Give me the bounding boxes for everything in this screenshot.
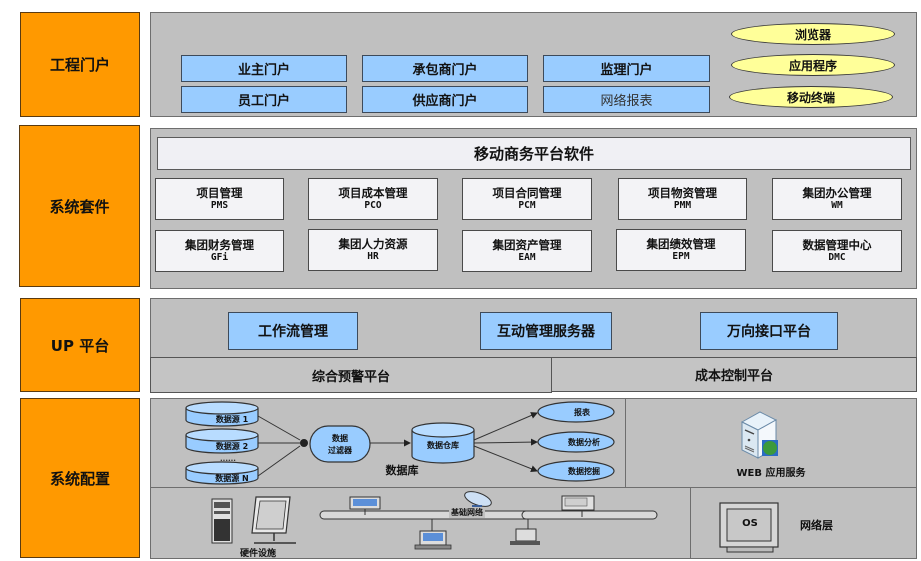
network-bus	[319, 510, 658, 520]
module-name: 集团绩效管理	[646, 236, 716, 251]
laptop-icon	[510, 519, 540, 545]
network-label: 基础网络	[449, 507, 485, 518]
module-name: 集团资产管理	[492, 237, 562, 252]
database-diagram: 数据源 1 数据源 2 数据源 N ...... 数据 过滤器 数据仓库 数据库…	[185, 401, 615, 485]
globe-icon	[763, 441, 777, 455]
module-pcm[interactable]: 项目合同管理 PCM	[462, 178, 592, 220]
data-source-2-label: 数据源 2	[216, 441, 248, 451]
module-code: GFi	[210, 252, 229, 264]
client-mobile: 移动终端	[729, 86, 893, 108]
module-hr[interactable]: 集团人力资源 HR	[308, 229, 438, 271]
output-mining-label: 数据挖掘	[568, 466, 600, 476]
data-filter-label-2: 过滤器	[328, 445, 353, 455]
portal-web-report[interactable]: 网络报表	[543, 86, 710, 113]
data-source-2	[185, 428, 259, 454]
data-warehouse	[411, 422, 475, 464]
module-wm[interactable]: 集团办公管理 WM	[772, 178, 902, 220]
output-analysis	[537, 431, 615, 453]
database-title: 数据库	[386, 463, 419, 477]
layer-label-portal: 工程门户	[20, 12, 140, 117]
module-epm[interactable]: 集团绩效管理 EPM	[616, 229, 746, 271]
output-report	[537, 401, 615, 423]
module-name: 项目合同管理	[492, 185, 562, 200]
laptop-icon	[414, 519, 452, 550]
module-name: 集团财务管理	[185, 237, 254, 252]
data-source-1-label: 数据源 1	[216, 414, 249, 424]
data-source-ellipsis: ......	[220, 455, 236, 463]
module-name: 集团人力资源	[338, 236, 408, 251]
server-tower-icon	[211, 498, 233, 544]
layer-label-suite: 系统套件	[19, 125, 140, 287]
client-application: 应用程序	[731, 54, 895, 76]
infrastructure-diagram	[211, 491, 658, 550]
module-dmc[interactable]: 数据管理中心 DMC	[772, 230, 902, 272]
service-interface-platform[interactable]: 万向接口平台	[700, 312, 838, 350]
module-code: WM	[831, 200, 843, 212]
module-code: EPM	[672, 251, 690, 263]
output-mining	[537, 460, 615, 482]
web-service-label: WEB 应用服务	[736, 468, 806, 479]
data-filter-label-1: 数据	[332, 433, 348, 443]
printer-icon	[561, 495, 595, 517]
bar-warning-platform: 综合预警平台	[150, 357, 552, 393]
output-report-label: 报表	[574, 407, 591, 417]
suite-header: 移动商务平台软件	[157, 137, 911, 170]
module-code: PMM	[673, 200, 692, 212]
client-browser: 浏览器	[731, 23, 895, 45]
module-name: 项目物资管理	[648, 185, 717, 200]
module-code: PCO	[364, 200, 382, 212]
module-name: 数据管理中心	[802, 237, 872, 252]
portal-contractor[interactable]: 承包商门户	[362, 55, 528, 82]
data-filter	[309, 425, 371, 463]
data-warehouse-label: 数据仓库	[427, 440, 459, 450]
module-code: EAM	[518, 252, 536, 264]
monitor-icon	[251, 496, 296, 544]
data-source-1	[185, 401, 259, 427]
desktop-icon	[349, 496, 381, 515]
portal-owner[interactable]: 业主门户	[181, 55, 347, 82]
module-name: 集团办公管理	[802, 185, 872, 200]
module-eam[interactable]: 集团资产管理 EAM	[462, 230, 592, 272]
output-analysis-label: 数据分析	[568, 437, 600, 447]
data-source-n	[185, 461, 259, 485]
portal-supervisor[interactable]: 监理门户	[543, 55, 710, 82]
module-code: DMC	[828, 252, 846, 264]
module-name: 项目成本管理	[338, 185, 408, 200]
module-code: PMS	[210, 200, 229, 212]
layer-label-up-platform: UP 平台	[20, 298, 140, 392]
network-layer-label: 网络层	[800, 519, 833, 532]
layer-label-config: 系统配置	[20, 398, 140, 558]
os-label: OS	[742, 518, 758, 529]
portal-employee[interactable]: 员工门户	[181, 86, 347, 113]
os-monitor-icon	[719, 502, 779, 553]
module-name: 项目管理	[196, 185, 243, 200]
service-workflow[interactable]: 工作流管理	[228, 312, 358, 350]
service-interaction-server[interactable]: 互动管理服务器	[480, 312, 612, 350]
bar-cost-control-platform: 成本控制平台	[551, 357, 917, 392]
module-gfi[interactable]: 集团财务管理 GFi	[155, 230, 284, 272]
data-source-n-label: 数据源 N	[215, 473, 248, 483]
portal-supplier[interactable]: 供应商门户	[362, 86, 528, 113]
hardware-label: 硬件设施	[240, 549, 277, 559]
junction-node	[300, 439, 308, 447]
module-pmm[interactable]: 项目物资管理 PMM	[618, 178, 747, 220]
module-pco[interactable]: 项目成本管理 PCO	[308, 178, 438, 220]
module-code: PCM	[518, 200, 536, 212]
module-code: HR	[367, 251, 379, 263]
web-server-icon	[740, 411, 778, 459]
module-pms[interactable]: 项目管理 PMS	[155, 178, 284, 220]
